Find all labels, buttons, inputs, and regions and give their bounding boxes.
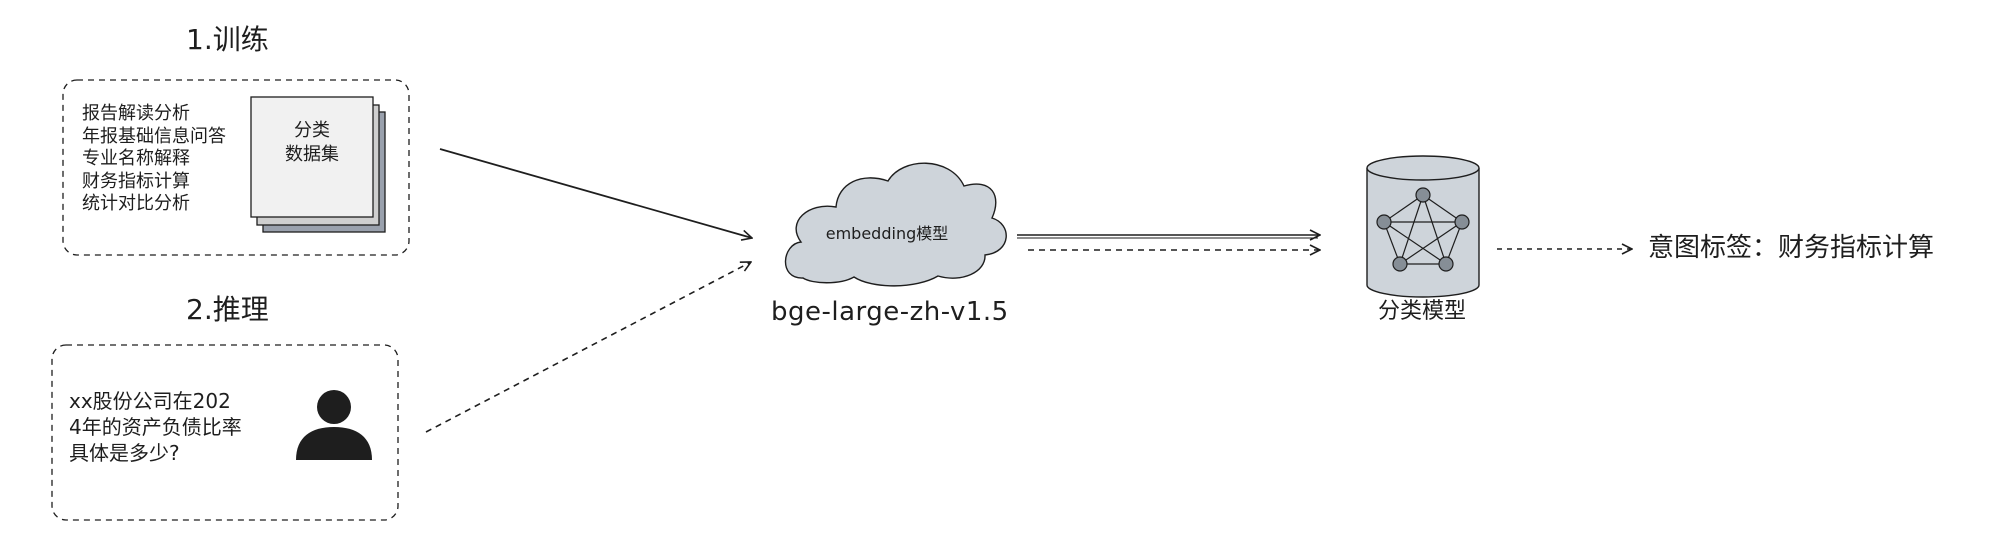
intent-result: 意图标签：财务指标计算 — [1648, 233, 1935, 263]
inference-group-box — [51, 344, 399, 521]
training-title: 1.训练 — [186, 23, 269, 56]
inference-arrow — [425, 262, 751, 433]
user-avatar-icon — [296, 390, 372, 460]
training-arrow — [439, 148, 752, 238]
dataset-stack-icon — [250, 96, 386, 233]
category-item: 报告解读分析 — [82, 103, 190, 124]
dataset-label: 分类 数据集 — [285, 120, 339, 165]
embedding-model-name: bge-large-zh-v1.5 — [771, 297, 1009, 327]
training-category-list: 报告解读分析 年报基础信息问答 专业名称解释 财务指标计算 统计对比分析 — [82, 103, 226, 216]
category-item: 年报基础信息问答 — [82, 125, 226, 147]
classifier-label: 分类模型 — [1377, 299, 1466, 324]
inference-title: 2.推理 — [186, 293, 269, 326]
inference-query: xx股份公司在202 4年的资产负债比率 具体是多少? — [69, 389, 242, 465]
embedding-model-label: embedding模型 — [825, 224, 949, 243]
category-item: 专业名称解释 — [82, 148, 190, 169]
training-group-box — [62, 79, 410, 256]
category-item: 统计对比分析 — [82, 193, 190, 214]
network-nodes — [1376, 187, 1470, 272]
embedding-cloud-icon — [784, 162, 1007, 287]
category-item: 财务指标计算 — [82, 170, 190, 192]
